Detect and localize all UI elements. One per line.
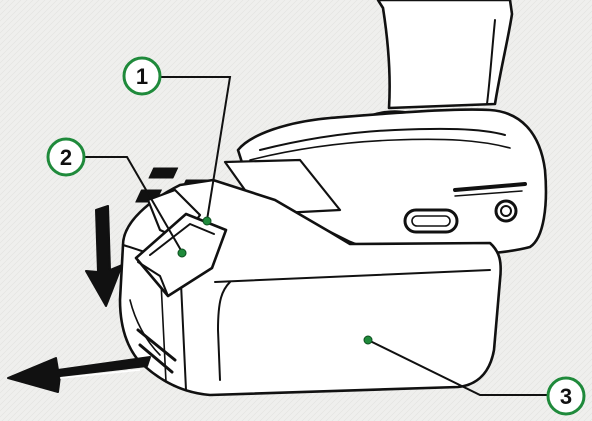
callout-2: 2 xyxy=(48,139,84,175)
callout-3: 3 xyxy=(548,378,584,414)
callout-1: 1 xyxy=(124,58,160,94)
callout-2-label: 2 xyxy=(60,145,72,170)
marker-dot-3 xyxy=(364,336,372,344)
callout-3-label: 3 xyxy=(560,384,572,409)
marker-dot-1 xyxy=(203,217,211,225)
callout-1-label: 1 xyxy=(136,64,148,89)
marker-dot-2 xyxy=(178,249,186,257)
switch-knob-icon xyxy=(496,201,516,221)
